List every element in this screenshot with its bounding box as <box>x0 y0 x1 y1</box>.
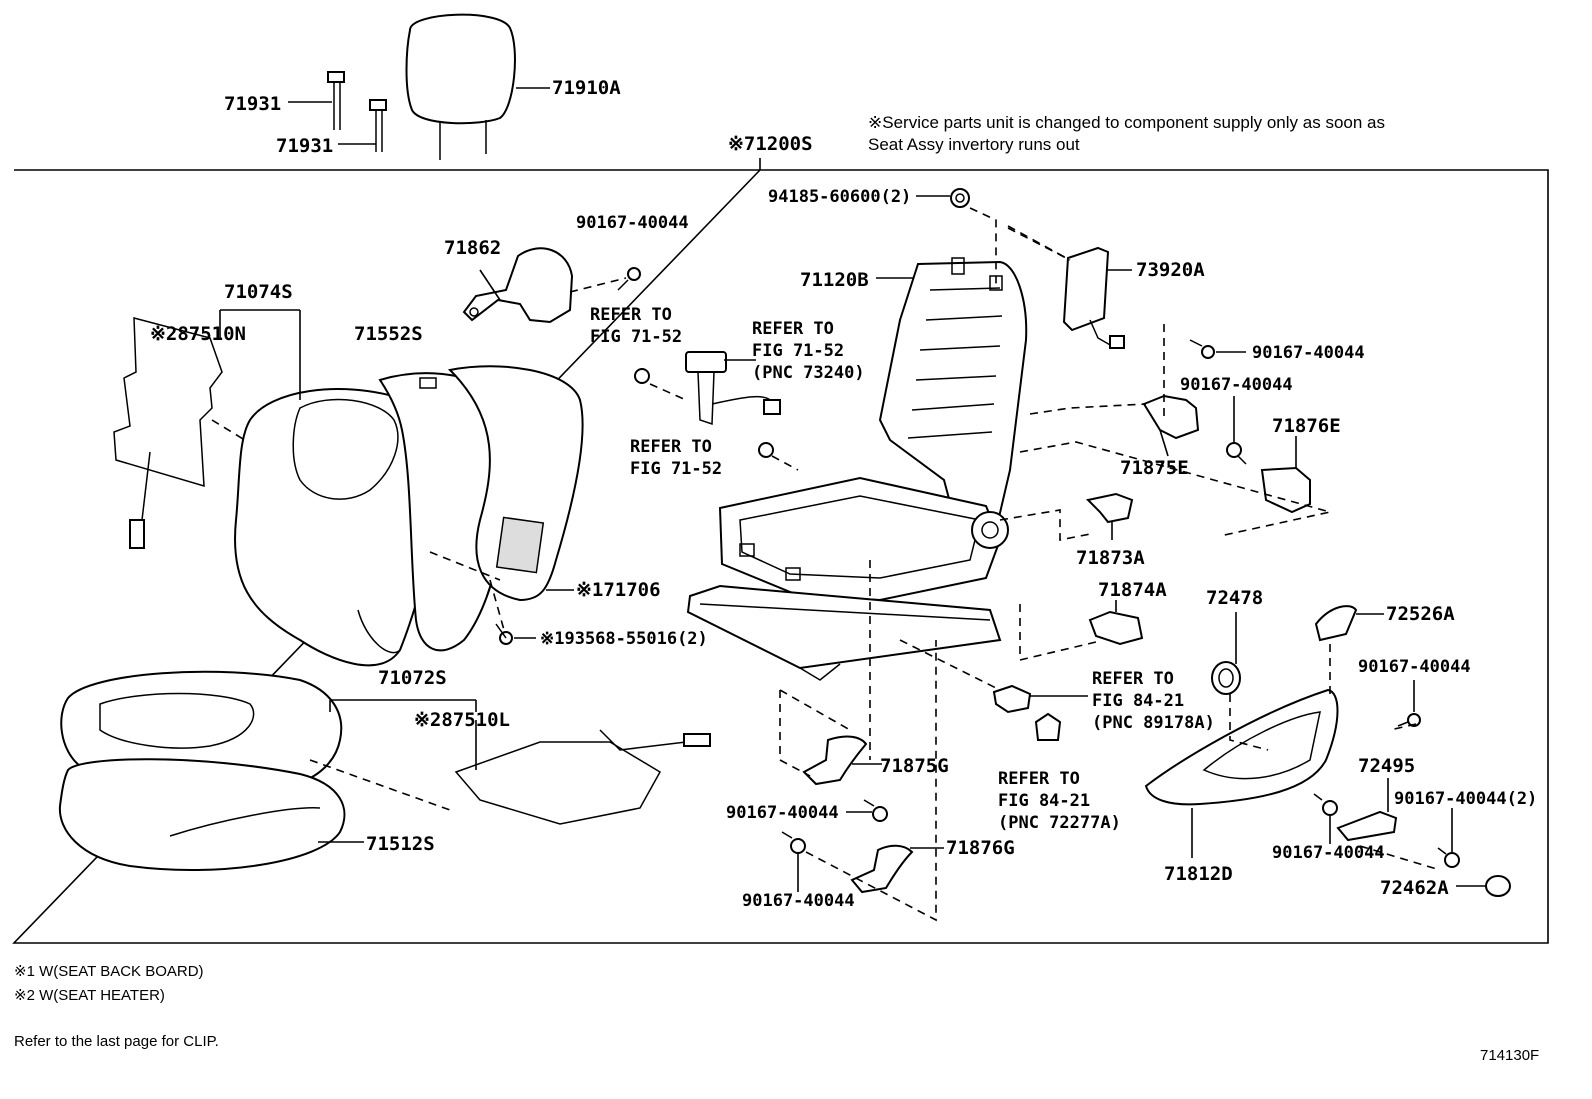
label-171706: ※171706 <box>576 579 661 601</box>
label-72526A: 72526A <box>1386 603 1455 625</box>
bracket-71876G-illustration <box>850 844 944 894</box>
ref3-line2: FIG 71-52 <box>630 459 722 479</box>
lever-72526A-illustration <box>1314 605 1384 642</box>
footnotes: ※1 W(SEAT BACK BOARD) ※2 W(SEAT HEATER) … <box>14 963 1539 1064</box>
ref5-line3: (PNC 72277A) <box>998 813 1121 833</box>
seat-shield-71812D-illustration <box>1144 688 1339 858</box>
label-87510N: ※287510N <box>150 323 246 345</box>
ref1-line2: FIG 71-52 <box>590 327 682 347</box>
label-71876G: 71876G <box>946 837 1015 859</box>
label-90167-b: 90167-40044 <box>742 891 855 911</box>
label-71931-a: 71931 <box>224 93 281 115</box>
ref2-line2: FIG 71-52 <box>752 341 844 361</box>
label-90167-r5: 90167-40044 <box>1272 843 1385 863</box>
label-94185: 94185-60600(2) <box>768 187 911 207</box>
ref5-line1: REFER TO <box>998 769 1080 789</box>
bolt-90167-bl-illustration <box>846 799 888 822</box>
seat-cushion-heater-illustration <box>309 720 711 825</box>
bolt-90167-bm-illustration <box>781 640 937 922</box>
label-71512S: 71512S <box>366 833 435 855</box>
cap-72462A-illustration <box>1456 875 1511 897</box>
bracket-71873A-illustration <box>1085 492 1134 540</box>
figure-id: 714130F <box>1480 1047 1539 1064</box>
label-71875E: 71875E <box>1120 457 1189 479</box>
nut-94185-illustration <box>916 188 997 290</box>
bolt-90167-r1-illustration <box>1189 339 1246 359</box>
connector-72277A-illustration <box>1034 712 1062 741</box>
seat-back-cover-illustration <box>219 309 435 667</box>
footnote-2: ※2 W(SEAT HEATER) <box>14 987 165 1004</box>
bolt-90167-r2-illustration <box>1226 396 1247 465</box>
cover-71876E-illustration <box>1260 436 1311 514</box>
label-71875G: 71875G <box>880 755 949 777</box>
label-72478: 72478 <box>1206 587 1263 609</box>
headrest-illustration <box>405 13 550 160</box>
knob-72478-illustration <box>1211 612 1241 695</box>
bracket-71875G-illustration <box>779 689 882 786</box>
ref1-line1: REFER TO <box>590 305 672 325</box>
label-71910A: 71910A <box>552 77 621 99</box>
nut-refer-illustration <box>634 368 799 471</box>
label-90167-r3: 90167-40044 <box>1358 657 1471 677</box>
bolt-90167-m1-illustration <box>1313 793 1338 844</box>
label-71874A: 71874A <box>1098 579 1167 601</box>
seat-back-pad-illustration <box>378 365 584 652</box>
recliner-cover-illustration <box>462 247 627 324</box>
label-71862: 71862 <box>444 237 501 259</box>
label-71812D: 71812D <box>1164 863 1233 885</box>
label-71074S: 71074S <box>224 281 293 303</box>
service-note-line2: Seat Assy invertory runs out <box>868 135 1080 154</box>
refer-labels: REFER TO FIG 71-52 REFER TO FIG 71-52 (P… <box>590 305 1215 833</box>
dashed-guides <box>779 227 1441 871</box>
seatbelt-buckle-illustration <box>685 351 781 426</box>
label-71120B: 71120B <box>800 269 869 291</box>
lever-72495-illustration <box>1336 778 1398 842</box>
connector-89178A-illustration <box>992 684 1088 714</box>
label-71200S: ※71200S <box>728 133 813 155</box>
seat-frame-illustration <box>686 257 1028 681</box>
part-labels: 71931 71931 71910A ※71200S 94185-60600(2… <box>150 77 1537 911</box>
bracket-71874A-illustration <box>1088 600 1144 646</box>
label-71873A: 71873A <box>1076 547 1145 569</box>
bolt-90167-top-illustration <box>617 267 641 291</box>
label-71552S: 71552S <box>354 323 423 345</box>
label-193568: ※193568-55016(2) <box>540 629 708 649</box>
label-73920A: 73920A <box>1136 259 1205 281</box>
bolt-90167-r3-illustration <box>1397 680 1421 727</box>
ref2-line1: REFER TO <box>752 319 834 339</box>
ref5-line2: FIG 84-21 <box>998 791 1090 811</box>
ref2-line3: (PNC 73240) <box>752 363 865 383</box>
label-72495: 72495 <box>1358 755 1415 777</box>
label-90167-r1: 90167-40044 <box>1252 343 1365 363</box>
seat-back-screw-illustration <box>489 579 536 645</box>
ref4-line2: FIG 84-21 <box>1092 691 1184 711</box>
footnote-1: ※1 W(SEAT BACK BOARD) <box>14 963 204 980</box>
label-90167-m1: 90167-40044 <box>726 803 839 823</box>
service-note-line1: ※Service parts unit is changed to compon… <box>868 113 1385 132</box>
label-71931-b: 71931 <box>276 135 333 157</box>
ref3-line1: REFER TO <box>630 437 712 457</box>
label-87510L: ※287510L <box>414 709 510 731</box>
ref4-line3: (PNC 89178A) <box>1092 713 1215 733</box>
label-90167-r2: 90167-40044 <box>1180 375 1293 395</box>
footnote-clip: Refer to the last page for CLIP. <box>14 1033 219 1050</box>
service-note: ※Service parts unit is changed to compon… <box>868 113 1385 154</box>
label-71876E: 71876E <box>1272 415 1341 437</box>
bracket-71875E-illustration <box>1142 394 1200 457</box>
seat-cushion-pad-illustration <box>58 758 364 871</box>
headrest-guide-illustration <box>288 71 387 152</box>
ref4-line1: REFER TO <box>1092 669 1174 689</box>
label-71072S: 71072S <box>378 667 447 689</box>
label-72462A: 72462A <box>1380 877 1449 899</box>
bolt-90167-r4-illustration <box>1437 808 1460 868</box>
label-90167-top: 90167-40044 <box>576 213 689 233</box>
label-90167-r4: 90167-40044(2) <box>1394 789 1537 809</box>
